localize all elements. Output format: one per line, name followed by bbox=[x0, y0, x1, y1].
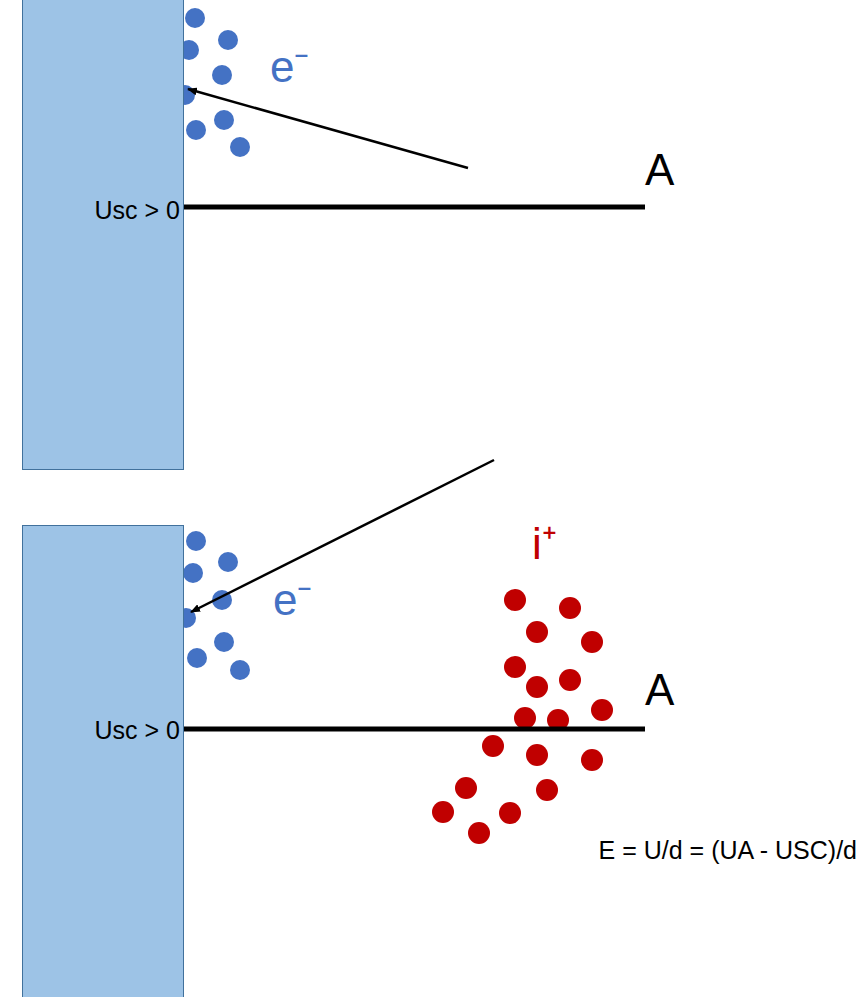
arrow bbox=[188, 89, 468, 168]
particle-dot bbox=[185, 8, 205, 28]
probe-line bbox=[183, 205, 645, 210]
particle-dot bbox=[432, 801, 454, 823]
ion-dots bbox=[432, 589, 613, 844]
field-equation: E = U/d = (UA - USC)/d bbox=[599, 838, 857, 863]
particle-dot bbox=[183, 563, 203, 583]
probe-label: A bbox=[645, 668, 674, 712]
arrow bbox=[191, 460, 494, 612]
potential-label: Usc > 0 bbox=[95, 196, 180, 225]
particle-dot bbox=[218, 552, 238, 572]
particle-dot bbox=[514, 707, 536, 729]
electron-label: e⁻ bbox=[273, 578, 312, 622]
ion-label: i⁺ bbox=[532, 522, 557, 566]
conductor-block: Usc > 0 bbox=[22, 0, 184, 470]
particle-dot bbox=[186, 120, 206, 140]
particle-dot bbox=[218, 30, 238, 50]
particle-dot bbox=[526, 621, 548, 643]
probe-line bbox=[183, 727, 645, 732]
particle-dot bbox=[536, 779, 558, 801]
potential-label: Usc > 0 bbox=[95, 716, 180, 745]
particle-dot bbox=[230, 137, 250, 157]
particle-dot bbox=[230, 660, 250, 680]
particle-dot bbox=[526, 676, 548, 698]
particle-dot bbox=[499, 802, 521, 824]
particle-dot bbox=[504, 589, 526, 611]
particle-dot bbox=[482, 735, 504, 757]
particle-dot bbox=[581, 631, 603, 653]
particle-dot bbox=[581, 749, 603, 771]
electron-label: e⁻ bbox=[270, 45, 309, 89]
particle-dot bbox=[559, 597, 581, 619]
particle-dot bbox=[186, 531, 206, 551]
conductor-block: Usc > 0 bbox=[22, 525, 184, 997]
particle-dot bbox=[214, 110, 234, 130]
particle-dot bbox=[212, 65, 232, 85]
particle-dot bbox=[591, 699, 613, 721]
electron-dots bbox=[175, 8, 250, 680]
particle-dot bbox=[187, 648, 207, 668]
particle-dot bbox=[504, 656, 526, 678]
particle-dot bbox=[455, 777, 477, 799]
probe-label: A bbox=[645, 148, 674, 192]
particle-dot bbox=[214, 632, 234, 652]
particle-dot bbox=[559, 669, 581, 691]
particle-dot bbox=[468, 822, 490, 844]
particle-dot bbox=[526, 744, 548, 766]
